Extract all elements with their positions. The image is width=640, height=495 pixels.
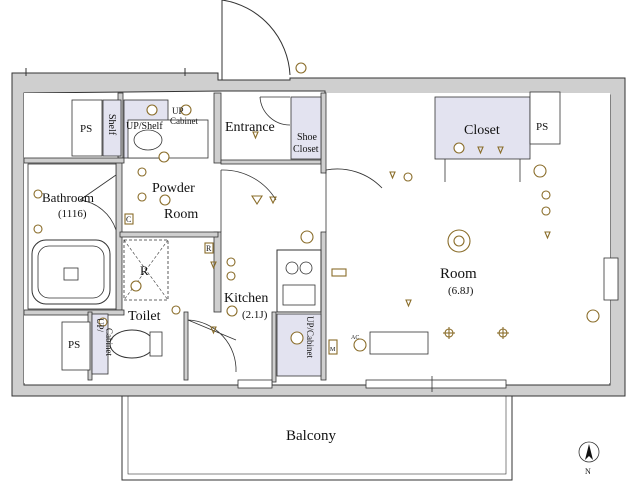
toilet-bowl xyxy=(109,329,155,359)
fixture-symbols xyxy=(33,62,600,355)
room-door-swing xyxy=(325,168,383,232)
up-cabinet-top-label-2: Cabinet xyxy=(170,116,198,126)
kitchen-size-label: (2.1J) xyxy=(242,309,268,321)
entrance-door-swing xyxy=(221,0,291,80)
bathtub xyxy=(31,239,111,305)
right-window xyxy=(603,257,619,301)
bottom-window-right xyxy=(365,379,507,389)
balcony-outline xyxy=(121,395,513,481)
shoe-closet-area xyxy=(290,96,322,160)
mark-c: C xyxy=(126,215,131,224)
up-cabinet-toilet-area xyxy=(91,313,109,375)
room-counter xyxy=(369,331,429,355)
powder-room-label-2: Room xyxy=(164,207,198,222)
balcony-label: Balcony xyxy=(286,428,336,444)
refrigerator-label: R xyxy=(140,263,149,278)
ps-top-left-box xyxy=(71,99,103,157)
bathtub-inner xyxy=(37,245,105,299)
ps-bottom-left-box xyxy=(61,321,91,371)
compass-icon: N xyxy=(578,441,600,476)
room-size-label: (6.8J) xyxy=(448,285,474,297)
entrance-label: Entrance xyxy=(225,120,275,135)
closet-label: Closet xyxy=(464,123,500,138)
balcony-inner xyxy=(127,395,507,475)
mark-ac: AC xyxy=(351,335,359,341)
toilet-label: Toilet xyxy=(128,309,161,324)
shoe-closet-label-1: Shoe xyxy=(297,132,318,143)
ps-top-right-box xyxy=(529,91,561,145)
up-cabinet-toilet-label-1: UP/ xyxy=(95,318,105,333)
up-shoe-cabinet-label: UP/Cabinet xyxy=(305,316,315,358)
kitchen-counter xyxy=(276,249,322,313)
shelf-label: Shelf xyxy=(106,114,117,136)
bottom-window-left xyxy=(237,379,273,389)
powder-room-label-1: Powder xyxy=(152,181,195,196)
powder-door-swing xyxy=(220,169,277,232)
room-label: Room xyxy=(440,266,477,282)
ps-top-right-label: PS xyxy=(536,121,548,133)
bathroom-label: Bathroom xyxy=(42,190,94,205)
up-shoe-cabinet-area xyxy=(276,313,322,377)
kitchen-label: Kitchen xyxy=(224,291,268,306)
ps-bottom-left-label: PS xyxy=(68,339,80,351)
up-cabinet-toilet-label-2: Cabinet xyxy=(104,328,114,356)
compass-north-label: N xyxy=(585,467,591,476)
mark-m: M xyxy=(330,347,336,353)
shoe-closet-label-2: Closet xyxy=(293,144,319,155)
interior-walls xyxy=(23,92,327,383)
mark-r: R xyxy=(206,244,212,253)
up-shelf-label: UP/Shelf xyxy=(126,121,163,132)
shelf-area xyxy=(102,99,122,157)
powder-sink xyxy=(127,119,209,159)
entrance-inner-door xyxy=(259,96,291,126)
up-cabinet-top-label-1: UP xyxy=(172,106,184,116)
ps-top-left-label: PS xyxy=(80,123,92,135)
bathroom-door-swing xyxy=(79,174,117,231)
bathroom-size-label: (1116) xyxy=(58,208,87,220)
